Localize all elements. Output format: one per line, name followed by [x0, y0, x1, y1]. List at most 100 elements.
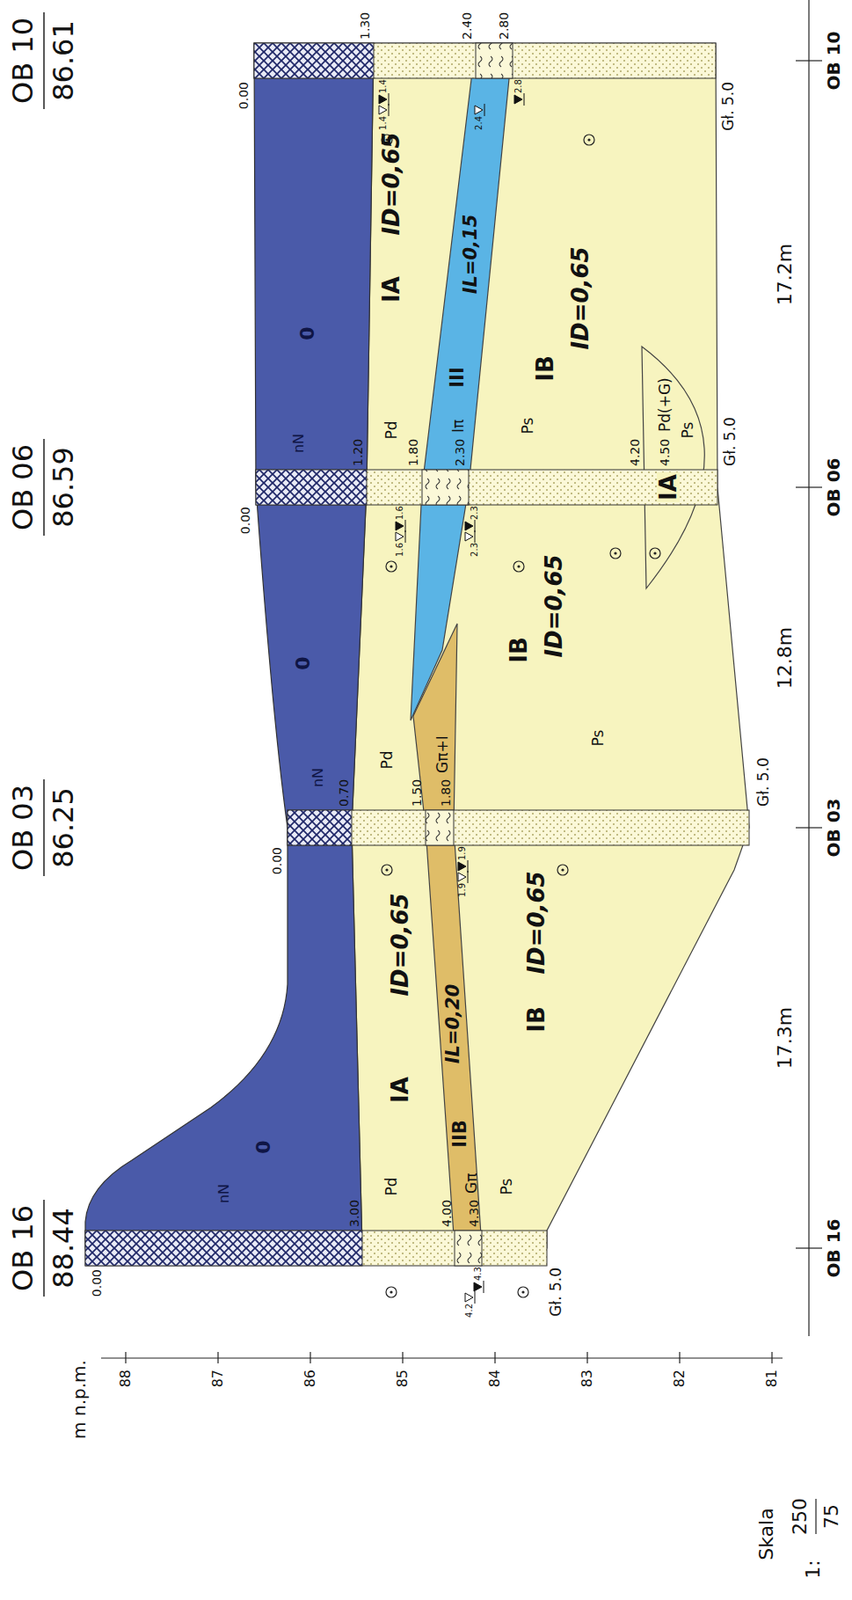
- depth-label: 1.50: [410, 779, 423, 807]
- final-depth-label: Gł. 5.0: [548, 1267, 564, 1317]
- soil-symbol: nN: [217, 1183, 232, 1203]
- layer-code: IB: [533, 355, 557, 382]
- elevation-tick-label: 88: [118, 1369, 133, 1387]
- groundwater-level: 1.4: [378, 116, 388, 131]
- layer-code: 0: [254, 1139, 274, 1153]
- elevation-tick-label: 87: [211, 1369, 226, 1387]
- groundwater-level: 4.2: [465, 1303, 474, 1318]
- depth-label: 4.50: [658, 438, 671, 467]
- elevation-tick-label: 81: [764, 1369, 780, 1387]
- soil-symbol: Gπ: [464, 1172, 480, 1194]
- groundwater-symbols: [378, 93, 525, 1304]
- layer-parameter: IL=0,15: [461, 214, 481, 295]
- layer-parameter: ID=0,65: [379, 131, 403, 235]
- groundwater-level: 1.9: [458, 845, 467, 860]
- groundwater-level: 1.9: [458, 882, 467, 897]
- header-lines: [43, 12, 45, 1297]
- elevation-tick-label: 85: [395, 1369, 410, 1387]
- groundwater-level: 2.4: [474, 116, 484, 131]
- soil-symbol: Pd: [379, 750, 395, 769]
- soil-symbol: Ps: [680, 422, 696, 439]
- depth-label: 2.80: [497, 12, 510, 40]
- depth-label: 2.30: [453, 438, 467, 467]
- borehole-header: 88.44: [49, 1207, 78, 1289]
- scale-label: 1:: [803, 1558, 823, 1578]
- depth-label: 0.00: [237, 81, 250, 110]
- elevation-axis: [101, 1351, 816, 1534]
- sample-symbols: [381, 134, 661, 1297]
- soil-symbol: Pd(+G): [657, 377, 673, 432]
- borehole-header: OB 10: [8, 17, 37, 104]
- layer-code: IA: [388, 1076, 412, 1103]
- layer-parameter: ID=0,65: [524, 870, 548, 974]
- depth-label: 4.00: [440, 1199, 453, 1227]
- groundwater-level: 2.3: [470, 542, 480, 557]
- axis-unit: m n.p.m.: [70, 1359, 88, 1439]
- layer-parameter: ID=0,65: [388, 892, 412, 996]
- soil-symbol: Pd: [384, 420, 400, 439]
- borehole-name: OB 03: [824, 797, 843, 857]
- scale-label: 75: [822, 1503, 842, 1529]
- soil-symbol: Ps: [520, 417, 536, 435]
- soil-symbol: nN: [311, 767, 326, 787]
- borehole-name: OB 10: [824, 30, 843, 90]
- depth-label: 3.00: [348, 1199, 361, 1227]
- borehole-header: 86.25: [49, 786, 78, 868]
- soil-symbol: Ps: [499, 1178, 515, 1195]
- depth-label: 1.20: [351, 438, 365, 467]
- elevation-tick-label: 82: [672, 1369, 687, 1387]
- groundwater-level: 1.4: [378, 79, 388, 94]
- groundwater-level: 1.6: [395, 542, 405, 557]
- depth-label: 1.30: [358, 12, 372, 40]
- groundwater-level: 1.6: [395, 505, 405, 520]
- depth-label: 1.80: [407, 438, 420, 467]
- borehole-name: OB 16: [824, 1217, 843, 1277]
- layer-parameter: ID=0,65: [542, 553, 566, 657]
- depth-label: 4.20: [628, 438, 641, 467]
- layer-parameter: ID=0,65: [568, 246, 592, 350]
- soil-symbol: Ps: [590, 729, 606, 747]
- borehole-header: 86.59: [49, 446, 78, 528]
- depth-label: 4.30: [467, 1199, 481, 1227]
- elevation-tick-label: 84: [487, 1369, 503, 1387]
- borehole-name: OB 06: [824, 457, 843, 517]
- soil-symbol: nN: [291, 433, 306, 453]
- distance-label: 12.8m: [775, 626, 795, 689]
- final-depth-label: Gł. 5.0: [720, 81, 736, 132]
- layer-code: IA: [656, 472, 680, 503]
- borehole-header: OB 03: [8, 784, 37, 871]
- borehole-header: OB 16: [8, 1204, 37, 1291]
- layer-code: 0: [298, 326, 318, 340]
- depth-label: 0.00: [239, 506, 252, 534]
- soil-symbol: Iπ: [451, 419, 467, 433]
- sample-dots: [385, 138, 656, 1293]
- scale-label: Skala: [757, 1507, 777, 1559]
- elevation-tick-label: 83: [580, 1369, 595, 1387]
- layer-parameter: IL=0,20: [444, 983, 463, 1064]
- distance-axis: [795, 0, 823, 1336]
- depth-label: 0.00: [270, 846, 284, 874]
- soil-symbol: Gπ+I: [435, 735, 451, 773]
- depth-label: 1.80: [439, 779, 452, 807]
- depth-label: 0.00: [90, 1268, 103, 1297]
- layer-code: IIB: [451, 1119, 470, 1148]
- soil-symbol: Pd: [384, 1176, 400, 1195]
- layer-code: III: [448, 366, 467, 387]
- layer-code: IA: [379, 276, 403, 303]
- borehole-header: OB 06: [8, 444, 37, 531]
- layer-code: 0: [293, 655, 314, 670]
- borehole-columns: [85, 43, 750, 1266]
- depth-label: 0.70: [337, 779, 350, 807]
- scale-label: 250: [790, 1497, 810, 1535]
- depth-label: 2.40: [460, 12, 474, 40]
- layer-code: IB: [507, 636, 531, 663]
- groundwater-level: 2.8: [514, 79, 524, 94]
- distance-label: 17.2m: [775, 243, 795, 306]
- elevation-tick-label: 86: [303, 1369, 318, 1387]
- soil-layers: [85, 43, 750, 1248]
- groundwater-level: 4.3: [473, 1266, 483, 1281]
- borehole-header: 86.61: [49, 20, 78, 102]
- groundwater-level: 2.3: [470, 505, 480, 520]
